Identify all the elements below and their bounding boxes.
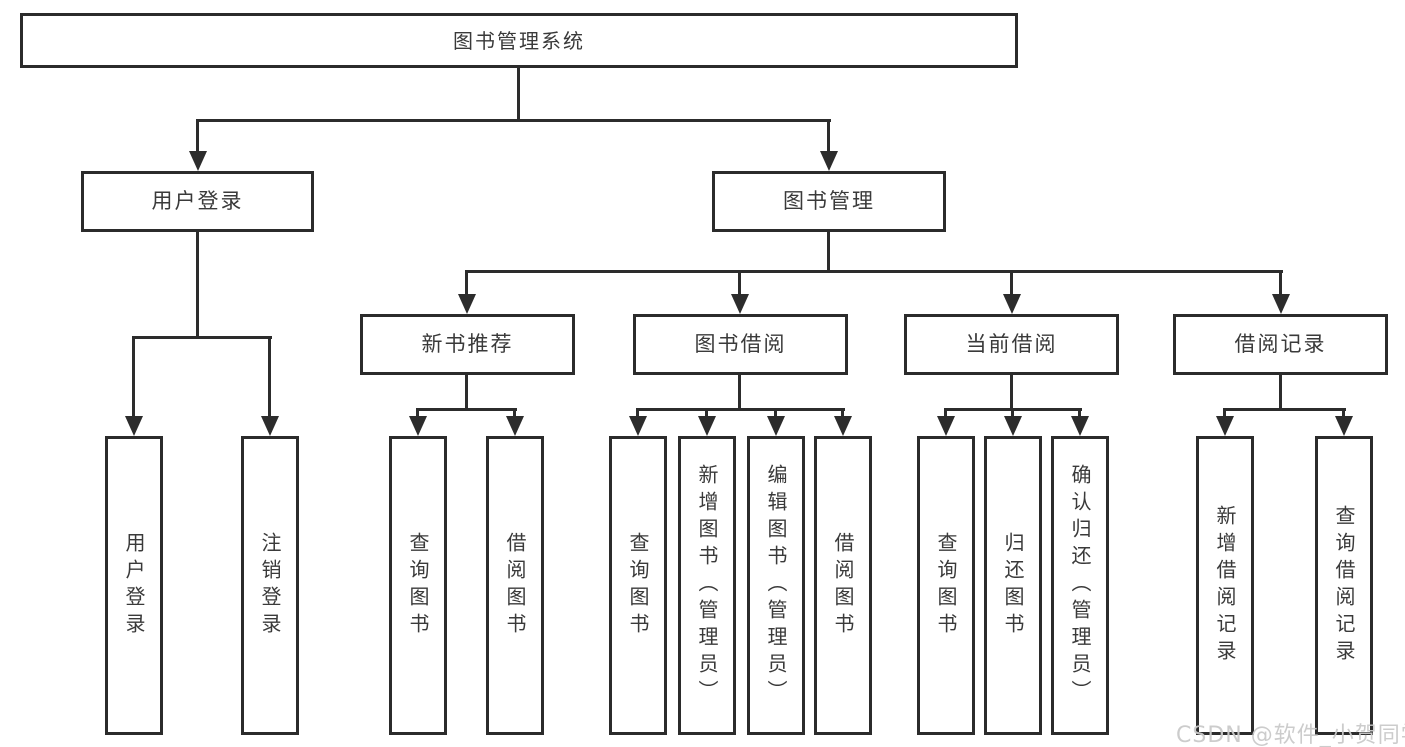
- arrowhead-icon: [506, 416, 524, 436]
- leaf-label: 查询借阅记录: [1332, 504, 1356, 667]
- arrowhead-icon: [698, 416, 716, 436]
- node-root: 图书管理系统: [20, 13, 1018, 68]
- watermark: CSDN @软件_小贺同学: [1176, 723, 1405, 747]
- arrowhead-icon: [189, 151, 207, 171]
- arrowhead-icon: [731, 294, 749, 314]
- leaf-label: 编辑图书（管理员）: [764, 464, 788, 707]
- leaf-query-books-borrow: 查询图书: [609, 436, 667, 735]
- connector-vline: [465, 270, 468, 294]
- arrowhead-icon: [937, 416, 955, 436]
- arrowhead-icon: [1003, 294, 1021, 314]
- leaf-add-book-admin: 新增图书（管理员）: [678, 436, 736, 735]
- connector-vline: [841, 408, 844, 416]
- node-book-borrow: 图书借阅: [633, 314, 848, 375]
- arrowhead-icon: [1004, 416, 1022, 436]
- arrowhead-icon: [409, 416, 427, 436]
- leaf-query-borrow-record: 查询借阅记录: [1315, 436, 1373, 735]
- leaf-return-books: 归还图书: [984, 436, 1042, 735]
- leaf-label: 新增图书（管理员）: [695, 464, 719, 707]
- leaf-query-books-recommend: 查询图书: [389, 436, 447, 735]
- connector-vline: [1078, 408, 1081, 416]
- leaf-label: 注销登录: [258, 531, 282, 640]
- connector-vline: [416, 408, 419, 416]
- connector-vline: [1010, 270, 1013, 294]
- connector-hline: [416, 408, 517, 411]
- leaf-logout: 注销登录: [241, 436, 299, 735]
- connector-vline: [1279, 375, 1282, 408]
- leaf-edit-book-admin: 编辑图书（管理员）: [747, 436, 805, 735]
- connector-hline: [132, 336, 272, 339]
- node-current-borrow: 当前借阅: [904, 314, 1119, 375]
- arrowhead-icon: [1216, 416, 1234, 436]
- arrowhead-icon: [767, 416, 785, 436]
- leaf-label: 确认归还（管理员）: [1068, 464, 1092, 707]
- leaf-label: 查询图书: [626, 531, 650, 640]
- connector-vline: [738, 375, 741, 408]
- connector-vline: [517, 67, 520, 119]
- arrowhead-icon: [1335, 416, 1353, 436]
- connector-vline: [636, 408, 639, 416]
- connector-vline: [774, 408, 777, 416]
- leaf-label: 查询图书: [406, 531, 430, 640]
- leaf-label: 归还图书: [1001, 531, 1025, 640]
- connector-vline: [827, 232, 830, 270]
- connector-vline: [465, 375, 468, 408]
- connector-vline: [1011, 408, 1014, 416]
- connector-vline: [705, 408, 708, 416]
- connector-vline: [1279, 270, 1282, 294]
- connector-vline: [1342, 408, 1345, 416]
- arrowhead-icon: [261, 416, 279, 436]
- connector-hline: [1223, 408, 1346, 411]
- leaf-label: 借阅图书: [831, 531, 855, 640]
- arrowhead-icon: [629, 416, 647, 436]
- arrowhead-icon: [1071, 416, 1089, 436]
- arrowhead-icon: [834, 416, 852, 436]
- connector-hline: [465, 270, 1283, 273]
- leaf-user-login: 用户登录: [105, 436, 163, 735]
- arrowhead-icon: [1272, 294, 1290, 314]
- leaf-borrow-books: 借阅图书: [814, 436, 872, 735]
- leaf-label: 借阅图书: [503, 531, 527, 640]
- leaf-add-borrow-record: 新增借阅记录: [1196, 436, 1254, 735]
- connector-vline: [196, 119, 199, 151]
- connector-vline: [513, 408, 516, 416]
- connector-hline: [636, 408, 845, 411]
- leaf-query-books-current: 查询图书: [917, 436, 975, 735]
- leaf-label: 用户登录: [122, 531, 146, 640]
- connector-vline: [1010, 375, 1013, 408]
- leaf-borrow-books-recommend: 借阅图书: [486, 436, 544, 735]
- connector-hline: [196, 119, 831, 122]
- leaf-confirm-return-admin: 确认归还（管理员）: [1051, 436, 1109, 735]
- node-user-login: 用户登录: [81, 171, 314, 232]
- node-borrow-records: 借阅记录: [1173, 314, 1388, 375]
- connector-vline: [827, 119, 830, 151]
- node-book-management: 图书管理: [712, 171, 946, 232]
- connector-vline: [1223, 408, 1226, 416]
- leaf-label: 查询图书: [934, 531, 958, 640]
- arrowhead-icon: [458, 294, 476, 314]
- node-new-book-recommend: 新书推荐: [360, 314, 575, 375]
- connector-vline: [132, 336, 135, 416]
- connector-vline: [944, 408, 947, 416]
- arrowhead-icon: [820, 151, 838, 171]
- leaf-label: 新增借阅记录: [1213, 504, 1237, 667]
- connector-vline: [196, 232, 199, 336]
- arrowhead-icon: [125, 416, 143, 436]
- connector-vline: [268, 336, 271, 416]
- connector-vline: [738, 270, 741, 294]
